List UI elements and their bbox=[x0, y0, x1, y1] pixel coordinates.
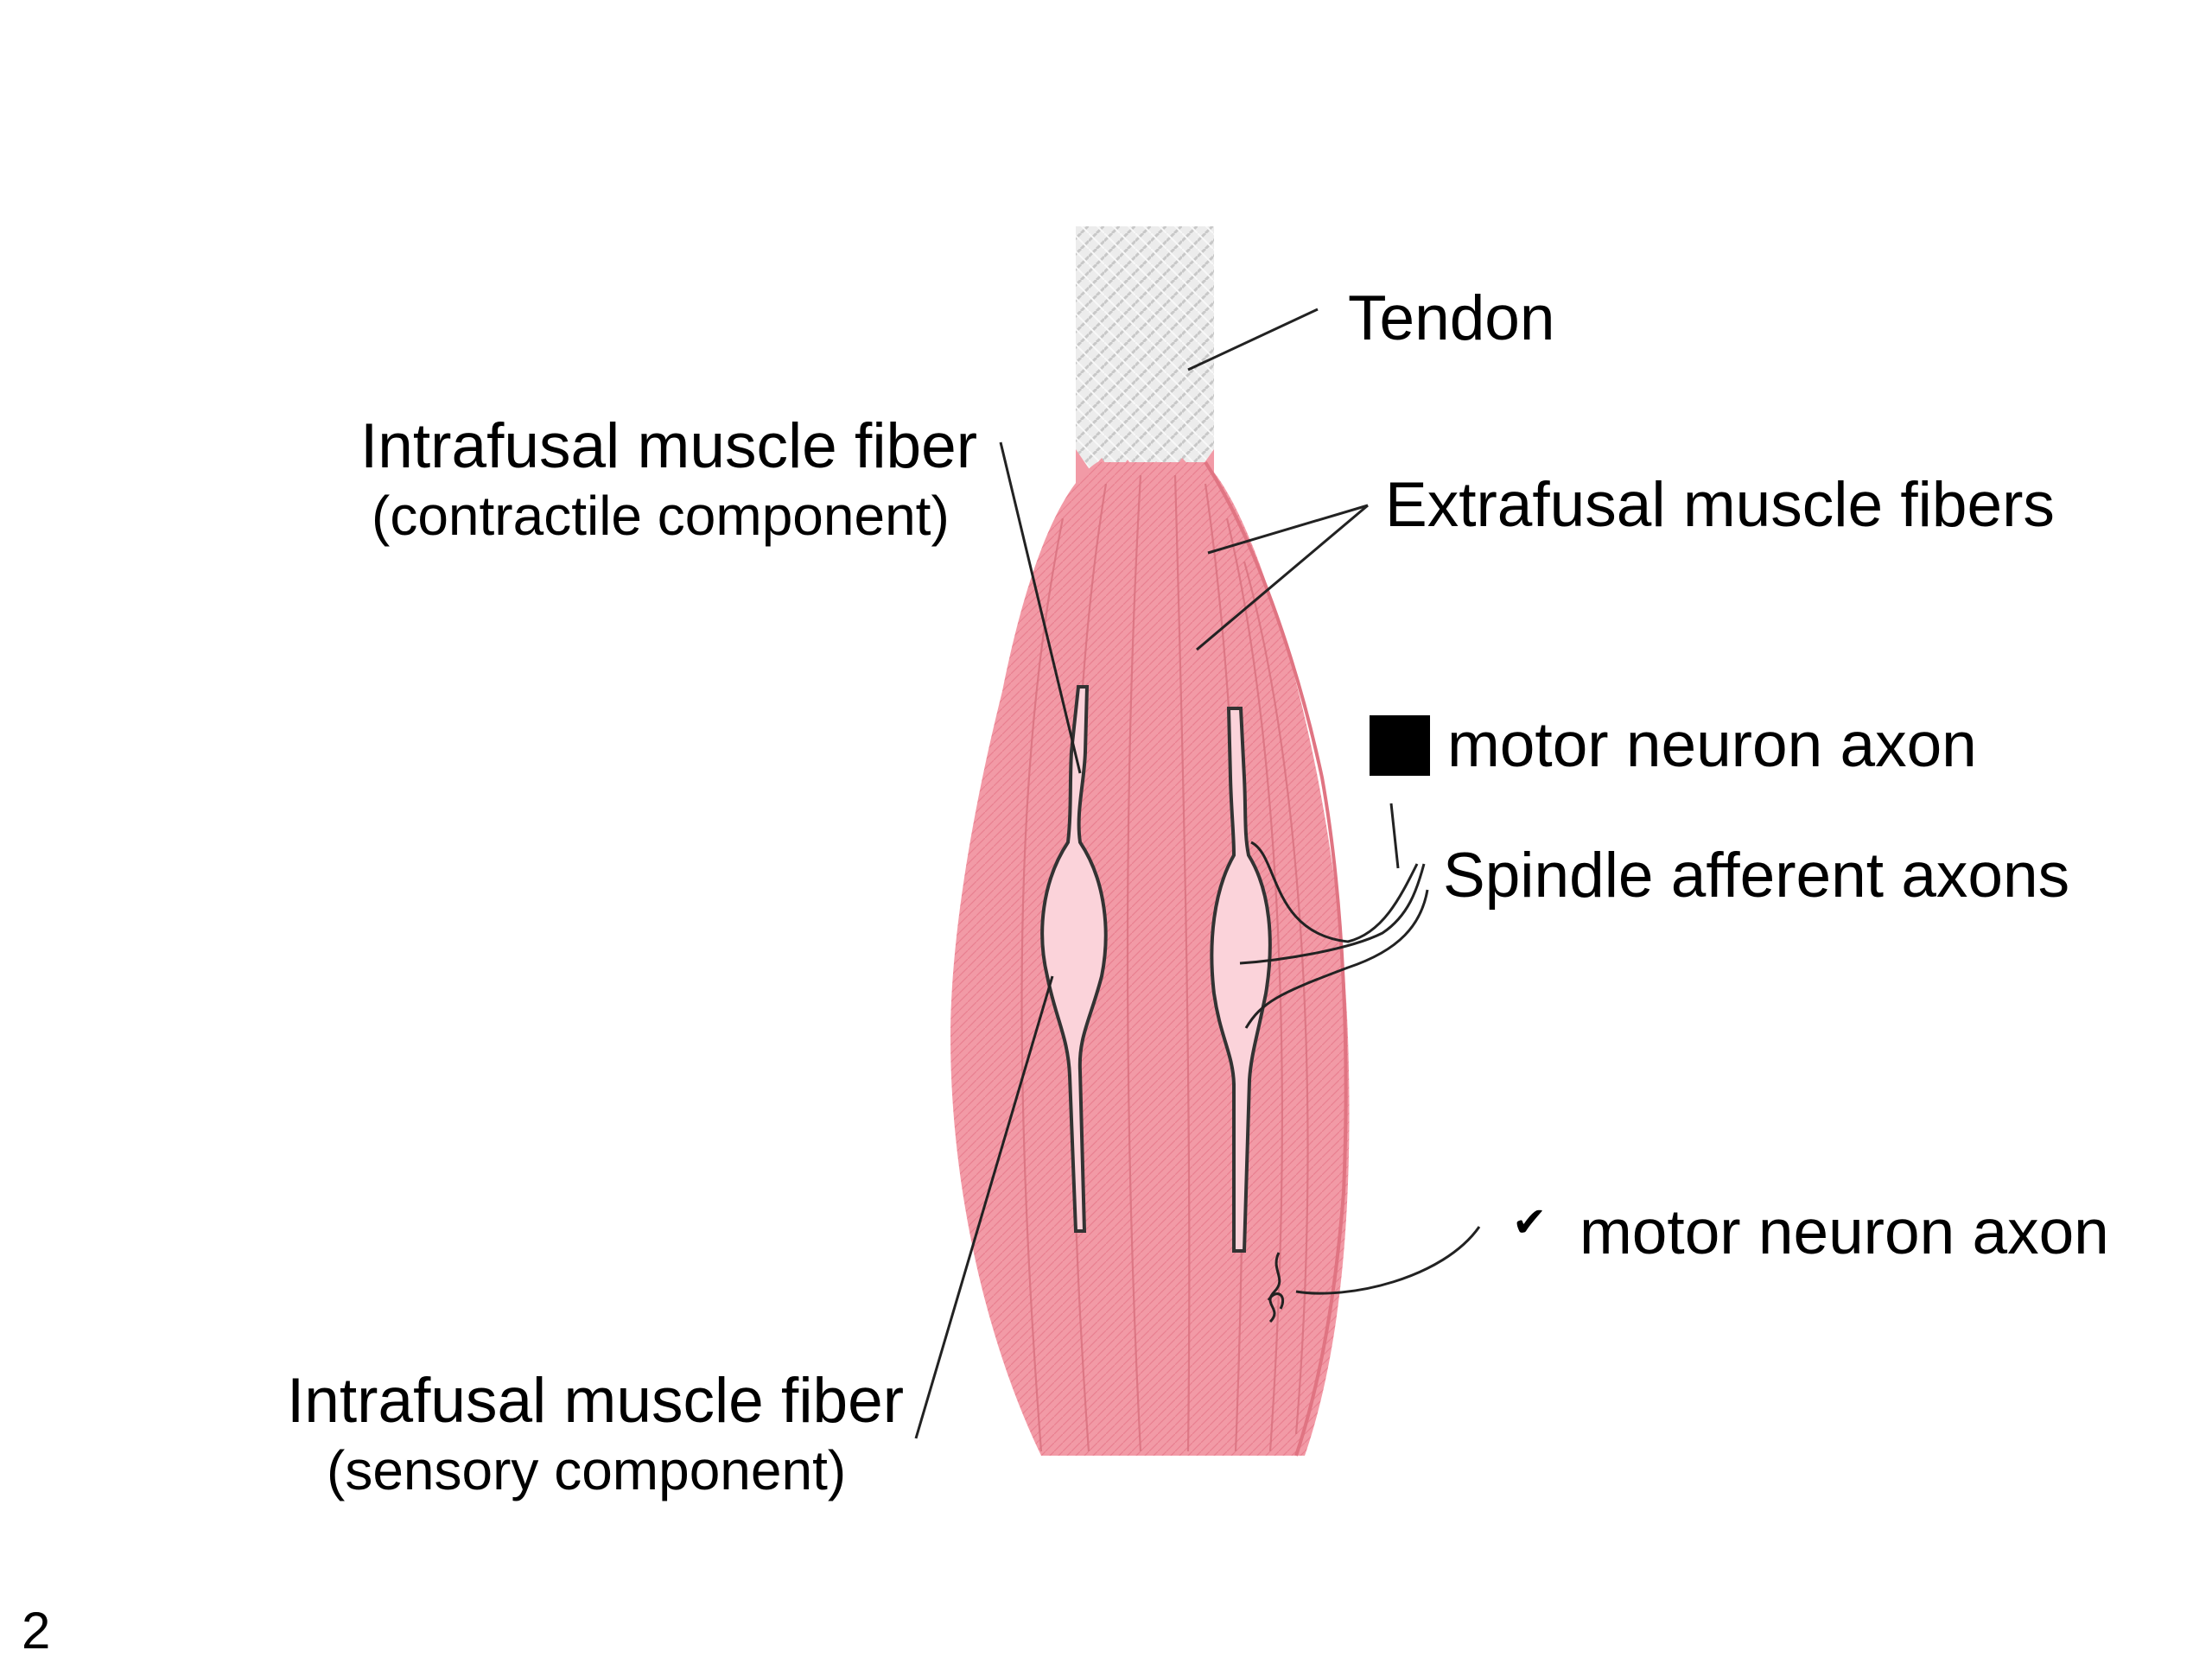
intrafusal-contractile-sublabel: (contractile component) bbox=[372, 485, 950, 547]
spindle-afferent-label: Spindle afferent axons bbox=[1443, 841, 2070, 911]
intrafusal-contractile-leader-line bbox=[999, 441, 1082, 774]
spindle-afferent-axons-drawing bbox=[1239, 803, 1429, 1029]
tendon-leader-line bbox=[1187, 308, 1319, 371]
intrafusal-fiber-right bbox=[1210, 707, 1272, 1253]
intrafusal-contractile-label: Intrafusal muscle fiber bbox=[360, 411, 978, 481]
tendon-label: Tendon bbox=[1348, 283, 1555, 353]
extrafusal-leader-line-2 bbox=[1196, 504, 1369, 651]
intrafusal-sensory-label: Intrafusal muscle fiber bbox=[287, 1366, 905, 1436]
extrafusal-label: Extrafusal muscle fibers bbox=[1385, 470, 2055, 540]
intrafusal-sensory-leader-line bbox=[914, 975, 1054, 1439]
page-number: 2 bbox=[22, 1602, 51, 1660]
check-icon: ✔ bbox=[1512, 1200, 1548, 1246]
extrafusal-leader-line-1 bbox=[1207, 504, 1369, 555]
tendon bbox=[1076, 226, 1214, 484]
motor-endplate-drawing bbox=[1267, 1226, 1481, 1323]
black-square-icon bbox=[1370, 715, 1430, 776]
motor-neuron-axon-label-top: motor neuron axon bbox=[1447, 710, 1977, 780]
muscle-belly bbox=[950, 460, 1350, 1457]
leader-lines bbox=[914, 308, 1369, 1439]
motor-neuron-axon-label-bottom: motor neuron axon bbox=[1580, 1197, 2109, 1267]
intrafusal-sensory-sublabel: (sensory component) bbox=[327, 1439, 847, 1501]
intrafusal-fiber-left bbox=[1040, 685, 1108, 1233]
